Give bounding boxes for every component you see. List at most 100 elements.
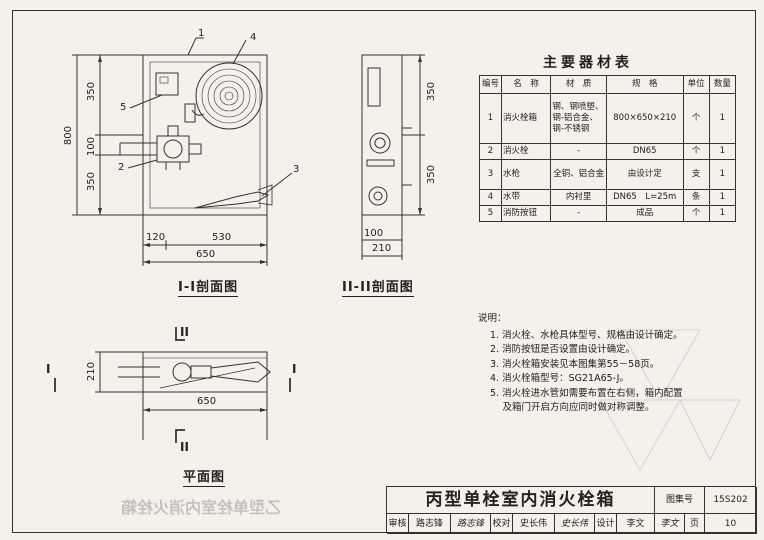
s2-dim-350-bottom: 350: [426, 165, 437, 185]
col-unit: 单位: [682, 75, 710, 94]
cabinet-outline-section1: [142, 54, 268, 216]
design-label: 设计: [595, 514, 617, 534]
cell-material: 全铜、铝合金: [550, 159, 607, 190]
note-item: 2. 消防按钮是否设置由设计确定。: [490, 344, 636, 355]
dim-800: 800: [63, 126, 74, 146]
cell-no: 1: [478, 93, 503, 144]
cell-qty: 1: [708, 93, 737, 144]
table-row: 4 水带 内衬里 DN65 L=25m 条 1: [478, 189, 737, 206]
cabinet-plan: [142, 351, 268, 393]
callout-3: 3: [293, 164, 300, 175]
cell-name: 消防按钮: [501, 205, 552, 222]
atlas-label: 图集号: [655, 487, 705, 514]
page-number: 10: [705, 514, 757, 534]
dim-100: 100: [86, 137, 97, 157]
dim-120: 120: [146, 232, 166, 243]
cell-spec: DN65 L=25m: [605, 189, 684, 206]
callout-2: 2: [118, 162, 125, 173]
cell-no: 4: [478, 189, 503, 206]
section-title-2: II-II剖面图: [342, 276, 414, 297]
cell-no: 2: [478, 143, 503, 160]
cell-spec: DN65: [605, 143, 684, 160]
callout-1: 1: [198, 28, 205, 39]
cell-material: 钢、钢喷塑、钢-铝合金、钢-不锈钢: [550, 93, 607, 144]
cell-name: 水枪: [501, 159, 552, 190]
cell-no: 3: [478, 159, 503, 190]
note-item: 4. 消火栓箱型号：SG21A65-J。: [490, 373, 629, 384]
note-item: 及箱门开启方向应同时做对称调整。: [490, 402, 655, 413]
notes-block: 说明： 1. 消火栓、水枪具体型号、规格由设计确定。 2. 消防按钮是否设置由设…: [478, 312, 683, 416]
col-no: 编号: [478, 75, 503, 94]
col-qty: 数量: [708, 75, 737, 94]
page-label: 页: [685, 514, 705, 534]
notes-title: 说明：: [478, 313, 507, 324]
review-label: 审核: [387, 514, 409, 534]
alarm-button: [155, 72, 179, 96]
cell-unit: 条: [682, 189, 710, 206]
plan-dim-210: 210: [86, 362, 97, 382]
dim-530: 530: [212, 232, 232, 243]
checker-name: 史长伟: [513, 514, 555, 534]
section-title-1: I-I剖面图: [178, 276, 239, 297]
cell-qty: 1: [708, 159, 737, 190]
check-label: 校对: [491, 514, 513, 534]
callout-4: 4: [250, 32, 257, 43]
cell-name: 水带: [501, 189, 552, 206]
designer-signature: 李文: [655, 514, 685, 534]
cell-unit: 个: [682, 205, 710, 222]
cell-material: -: [550, 143, 607, 160]
table-row: 1 消火栓箱 钢、钢喷塑、钢-铝合金、钢-不锈钢 800×650×210 个 1: [478, 93, 737, 144]
bleed-through-text: 乙型单栓室内消火栓箱: [121, 498, 282, 517]
materials-table: 编号 名 称 材 质 规 格 单位 数量 1 消火栓箱 钢、钢喷塑、钢-铝合金、…: [478, 75, 737, 222]
cut-label-left: I: [46, 362, 51, 376]
cell-spec: 成品: [605, 205, 684, 222]
table-row: 3 水枪 全铜、铝合金 由设计定 支 1: [478, 159, 737, 190]
s2-dim-100: 100: [364, 228, 384, 239]
reviewer-signature: 路志锋: [451, 514, 491, 534]
s2-dim-210: 210: [372, 243, 392, 254]
reviewer-name: 路志锋: [409, 514, 451, 534]
cell-spec: 由设计定: [605, 159, 684, 190]
cell-unit: 支: [682, 159, 710, 190]
note-item: 3. 消火栓箱安装见本图集第55－58页。: [490, 358, 660, 370]
cell-material: 内衬里: [550, 189, 607, 206]
title-block: 丙型单栓室内消火栓箱 图集号 15S202 审核 路志锋 路志锋 校对 史长伟 …: [386, 486, 757, 534]
cell-material: -: [550, 205, 607, 222]
cell-qty: 1: [708, 189, 737, 206]
plan-dim-650: 650: [197, 396, 217, 407]
atlas-number: 15S202: [705, 487, 757, 514]
checker-signature: 史长伟: [555, 514, 595, 534]
table-row: 2 消火栓 - DN65 个 1: [478, 143, 737, 160]
cell-name: 消火栓: [501, 143, 552, 160]
cell-unit: 个: [682, 143, 710, 160]
reel-side-view: [367, 67, 381, 107]
dim-650: 650: [196, 249, 216, 260]
reel-bracket: [184, 103, 196, 123]
cabinet-inner-section1: [149, 61, 261, 209]
cell-no: 5: [478, 205, 503, 222]
col-material: 材 质: [550, 75, 607, 94]
plan-title: 平面图: [183, 466, 226, 487]
drawing-title: 丙型单栓室内消火栓箱: [387, 487, 655, 514]
s2-dim-350-top: 350: [426, 82, 437, 102]
nozzle: [194, 191, 270, 209]
col-name: 名 称: [501, 75, 552, 94]
table-row: 5 消防按钮 - 成品 个 1: [478, 205, 737, 222]
note-item: 5. 消火栓进水管如需要布置在右侧，箱内配置: [490, 387, 683, 399]
dim-350-bottom: 350: [86, 172, 97, 192]
materials-title: 主要器材表: [543, 55, 633, 71]
cell-unit: 个: [682, 93, 710, 144]
cell-qty: 1: [708, 205, 737, 222]
cut-label-right: I: [292, 362, 297, 376]
hose-reel: [195, 62, 263, 130]
cut-label-top: II: [180, 325, 189, 339]
cut-label-bottom: II: [180, 440, 189, 454]
cell-name: 消火栓箱: [501, 93, 552, 144]
materials-header-row: 编号 名 称 材 质 规 格 单位 数量: [478, 75, 737, 94]
designer-name: 李文: [617, 514, 655, 534]
cell-spec: 800×650×210: [605, 93, 684, 144]
note-item: 1. 消火栓、水枪具体型号、规格由设计确定。: [490, 329, 683, 341]
col-spec: 规 格: [605, 75, 684, 94]
